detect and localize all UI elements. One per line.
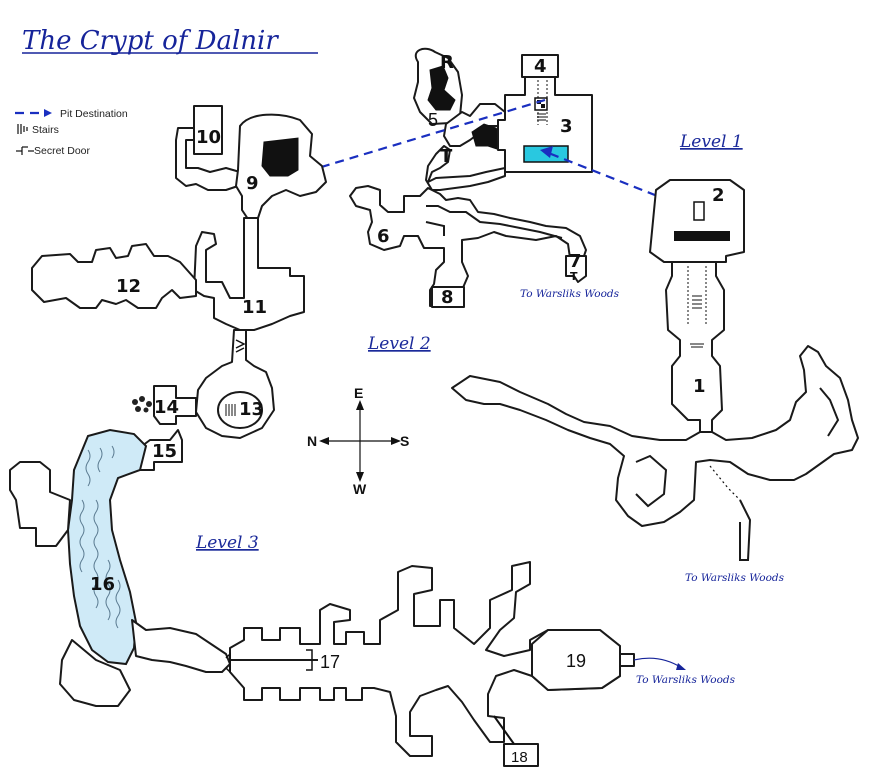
marker-t: T [440, 146, 453, 167]
room-label-17: 17 [320, 652, 340, 672]
exit-passage-dotted [709, 465, 741, 501]
room-label-3: 3 [560, 116, 573, 137]
room-label-12: 12 [116, 276, 141, 297]
level-2-complex: R 5 T 4 3 6 7 T 8 To Warsliks Woods Leve… [262, 47, 699, 354]
legend-pit-arrowhead-icon [44, 109, 52, 117]
room-label-13: 13 [239, 399, 264, 420]
compass-arrow-left-icon [319, 437, 329, 445]
compass-arrow-right-icon [391, 437, 401, 445]
room-label-6: 6 [377, 226, 390, 247]
legend: Pit Destination Stairs Secret Door [15, 108, 128, 157]
cave-16-west [9, 461, 71, 547]
level-1-label: Level 1 [679, 132, 743, 152]
cave-1 [451, 345, 859, 527]
room-label-9: 9 [246, 173, 259, 194]
room-label-16: 16 [90, 574, 115, 595]
exit-19-arrowhead-icon [676, 663, 686, 670]
stairs-13-icon [225, 404, 236, 416]
compass-left-label: N [307, 433, 317, 449]
pit-2-icon [693, 201, 705, 221]
exit-level1-label: To Warsliks Woods [685, 572, 785, 584]
secret-door-11-icon [235, 339, 246, 353]
map-title: The Crypt of Dalnir [22, 26, 279, 56]
compass-arrow-down-icon [356, 472, 364, 482]
room-label-8: 8 [441, 287, 454, 308]
level-3: 16 17 19 18 Level 3 To Warsliks Woods [9, 428, 736, 767]
secret-door-17-icon [225, 649, 313, 674]
room-14 [153, 385, 197, 425]
marker-r: R [440, 52, 454, 73]
room-8 [431, 286, 465, 308]
legend-secret-label: Secret Door [34, 145, 91, 157]
pit-arrow-2-to-3 [545, 150, 699, 214]
corridor-18 [493, 715, 515, 745]
room-13-inner [217, 391, 263, 429]
legend-stairs-icon [17, 124, 28, 134]
room-label-7: 7 [569, 251, 582, 272]
compass-top-label: E [354, 385, 363, 401]
room-12 [31, 243, 197, 309]
room-label-14: 14 [154, 397, 179, 418]
legend-stairs-label: Stairs [32, 124, 59, 136]
room-19-exit [619, 653, 635, 667]
compass-bottom-label: W [353, 481, 367, 497]
cave-1-inner-2 [819, 387, 840, 437]
room-label-4: 4 [534, 56, 547, 77]
tunnel-inner-1 [426, 205, 563, 239]
level-1: 2 1 Level 1 To Warsliks Woods [451, 132, 859, 584]
room-label-19: 19 [566, 651, 586, 671]
exit-passage-1 [739, 499, 752, 561]
legend-pit-label: Pit Destination [60, 108, 128, 120]
exit-level3-label: To Warsliks Woods [636, 674, 736, 686]
room-11 [193, 217, 305, 331]
room-label-15: 15 [152, 441, 177, 462]
cave-1-inner [635, 454, 668, 508]
exit-19-arrow [633, 657, 683, 669]
legend-secret-door-icon [16, 146, 34, 155]
compass: E W N S [307, 385, 409, 497]
room-label-5: 5 [428, 110, 438, 130]
room-label-11: 11 [242, 297, 267, 318]
room-19 [531, 629, 621, 691]
tunnel-t [425, 145, 506, 191]
river-waves [79, 445, 121, 629]
cave-16-south [59, 639, 131, 707]
room-4 [521, 54, 559, 78]
stairs-1-icon [687, 266, 707, 348]
compass-arrow-up-icon [356, 400, 364, 410]
pit-arrowhead-3-icon [540, 146, 553, 158]
corridor-16-17 [131, 619, 231, 673]
tunnel-inner-2 [425, 221, 445, 236]
room-18 [503, 743, 539, 767]
room-7 [565, 255, 587, 283]
rock-9 [261, 137, 299, 177]
room-label-18: 18 [511, 749, 528, 766]
room-17 [229, 561, 621, 757]
rock-r [427, 65, 456, 111]
level-3-label: Level 3 [195, 533, 259, 553]
room-label-1: 1 [693, 376, 706, 397]
level-2-west: 10 9 11 12 13 14 15 [31, 105, 327, 471]
marker-t2: T [570, 270, 578, 283]
level-2-label: Level 2 [367, 334, 431, 354]
rubble-14-icon [132, 396, 152, 413]
altar-2 [674, 231, 730, 241]
exit-level2-label: To Warsliks Woods [520, 288, 620, 300]
room-label-2: 2 [712, 185, 725, 206]
compass-right-label: S [400, 433, 409, 449]
room-2 [649, 179, 745, 263]
room-label-10: 10 [196, 127, 221, 148]
